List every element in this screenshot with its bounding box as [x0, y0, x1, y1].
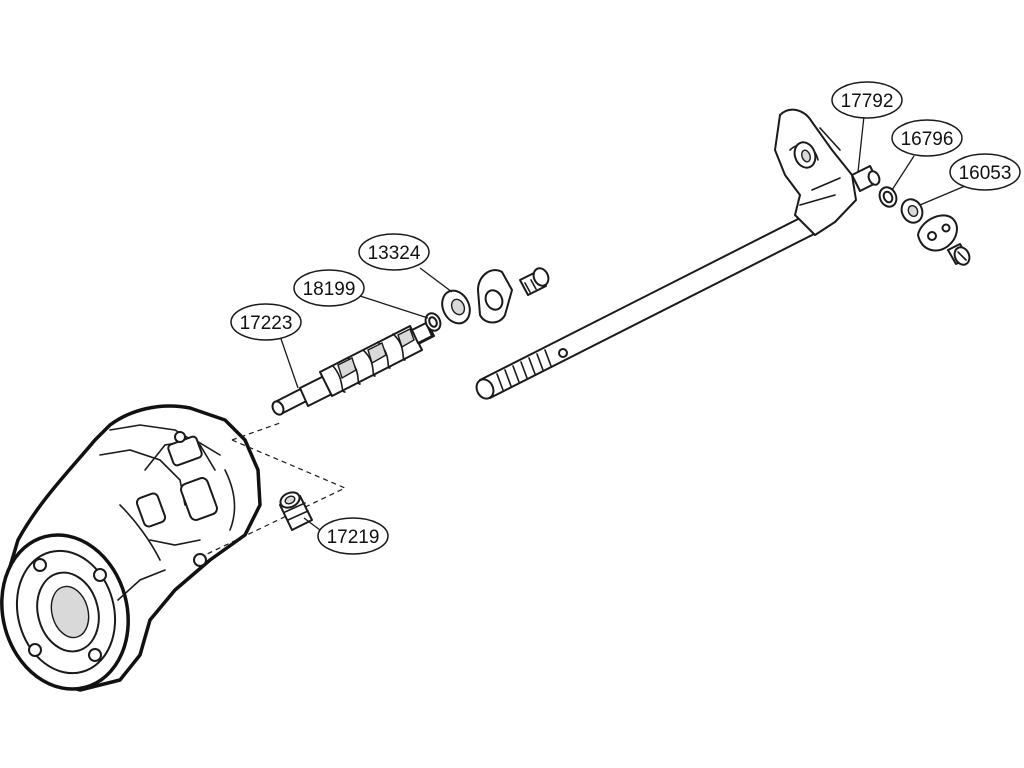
callout-label: 16053 — [959, 163, 1012, 184]
callout-label: 17792 — [841, 91, 894, 112]
callout-17792: 17792 — [831, 81, 903, 119]
collar-13324 — [441, 289, 471, 325]
screw-left — [519, 267, 550, 296]
worm-shaft-17223 — [271, 322, 435, 416]
callout-label: 17223 — [240, 313, 293, 334]
callout-16053: 16053 — [949, 153, 1021, 191]
collar-16053 — [900, 198, 924, 224]
o-ring-16796 — [878, 186, 898, 208]
gear-housing — [0, 404, 262, 692]
callout-16796: 16796 — [891, 119, 963, 157]
retainer-plate-right — [917, 214, 958, 252]
main-shaft — [475, 211, 823, 400]
pin-17792 — [851, 165, 881, 192]
callout-label: 17219 — [327, 527, 380, 548]
screw-right — [947, 243, 971, 266]
callout-17223: 17223 — [230, 303, 302, 341]
callout-label: 18199 — [303, 279, 356, 300]
leader-lines — [279, 115, 966, 531]
o-ring-18199 — [424, 312, 442, 332]
retainer-plate — [477, 269, 513, 324]
callout-label: 13324 — [368, 243, 421, 264]
assembly-dashed-lines — [204, 422, 347, 556]
callout-label: 16796 — [901, 129, 954, 150]
callout-17219: 17219 — [317, 517, 389, 555]
shaft-frame-bracket — [774, 108, 857, 236]
callout-18199: 18199 — [293, 269, 365, 307]
bushing-17219 — [279, 491, 313, 531]
callout-13324: 13324 — [358, 233, 430, 271]
